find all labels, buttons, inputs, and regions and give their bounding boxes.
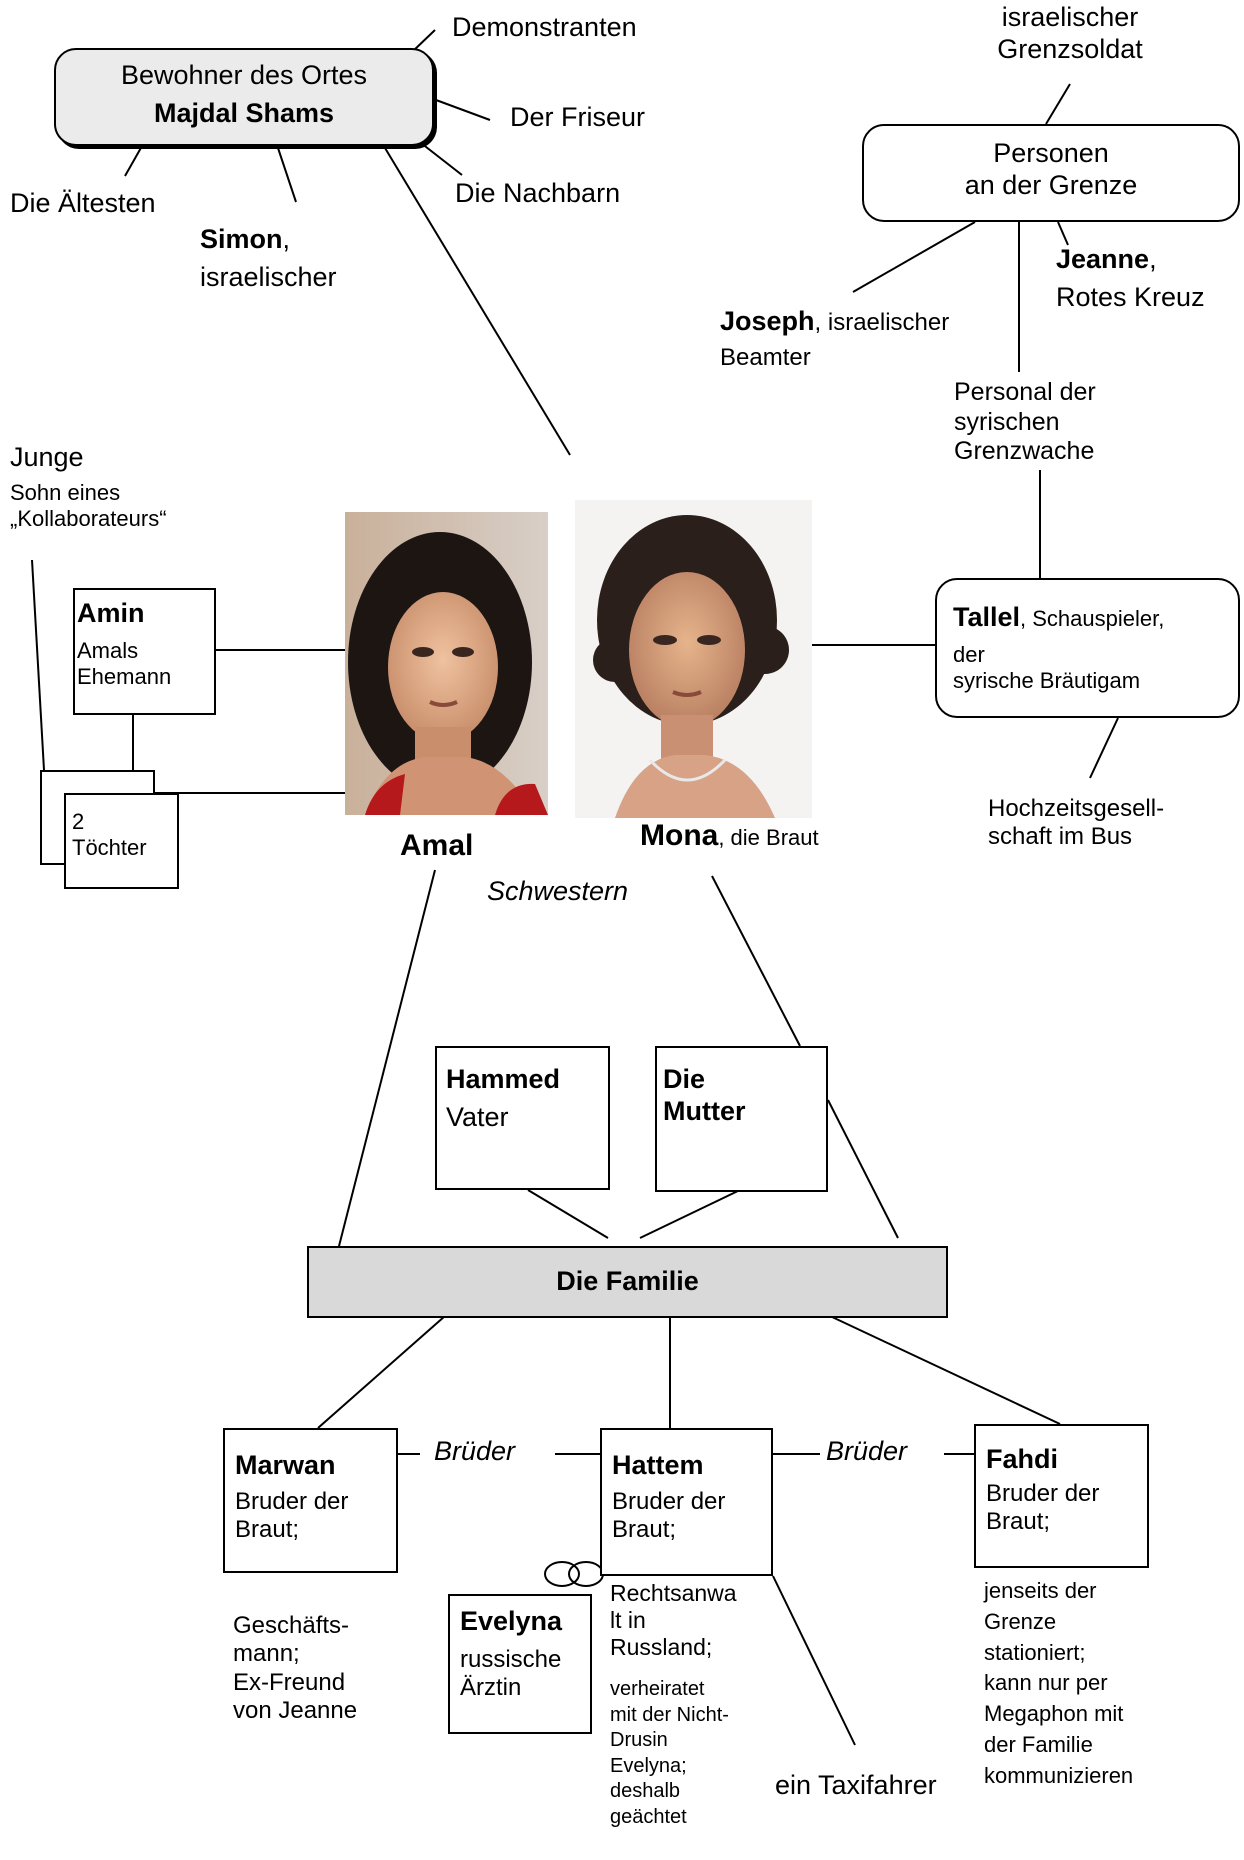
- daughters-box: 2 Töchter: [64, 793, 179, 889]
- hattem-note1: Rechtsanwa lt in Russland;: [610, 1580, 737, 1661]
- line-father-family: [527, 1189, 609, 1239]
- marwan-note: Geschäfts- mann; Ex-Freund von Jeanne: [233, 1612, 358, 1724]
- joseph-desc2: Beamter: [720, 344, 811, 371]
- line-mother-family: [827, 1099, 899, 1239]
- daughters-label: 2 Töchter: [72, 809, 147, 860]
- aeltesten-label: Die Ältesten: [10, 188, 156, 218]
- mona-desc: , die Braut: [718, 825, 819, 850]
- amin-box: Amin Amals Ehemann: [73, 588, 216, 715]
- amal-label: Amal: [400, 829, 474, 862]
- tallel-line1: Tallel, Schauspieler,: [953, 602, 1164, 634]
- amin-name: Amin: [77, 598, 145, 628]
- marwan-desc: Bruder der Braut;: [235, 1488, 349, 1544]
- simon-comma: ,: [282, 224, 291, 254]
- line-amal-family: [337, 869, 436, 1251]
- schwestern-label: Schwestern: [487, 876, 629, 906]
- jeanne-desc: Rotes Kreuz: [1056, 282, 1205, 312]
- line-tallel-party: [1089, 717, 1119, 779]
- ring-left: [544, 1561, 580, 1587]
- jeanne-name: Jeanne: [1056, 244, 1150, 274]
- hattem-desc: Bruder der Braut;: [612, 1488, 726, 1544]
- marwan-box: Marwan Bruder der Braut;: [223, 1428, 398, 1573]
- brueder-label-1: Brüder: [434, 1436, 516, 1466]
- brueder-label-2: Brüder: [826, 1436, 908, 1466]
- line-village-mona: [384, 147, 571, 456]
- line-hattem-taxi: [772, 1575, 856, 1746]
- mutter-box: Die Mutter: [655, 1046, 828, 1192]
- ring-right: [568, 1561, 604, 1587]
- amin-desc: Amals Ehemann: [77, 638, 172, 689]
- line-jeanne: [1057, 221, 1069, 246]
- jeanne-label: Jeanne,: [1056, 244, 1157, 276]
- mona-portrait: [575, 500, 812, 818]
- line-friseur: [435, 99, 491, 121]
- amal-photo: [345, 512, 548, 815]
- border-box: Personen an der Grenze: [862, 124, 1240, 222]
- joseph-name: Joseph: [720, 306, 815, 336]
- hammed-name: Hammed: [446, 1064, 561, 1094]
- evelyna-box: Evelyna russische Ärztin: [448, 1594, 592, 1734]
- jeanne-comma: ,: [1149, 244, 1157, 274]
- village-line1: Bewohner des Ortes: [120, 60, 368, 90]
- junge-desc: Sohn eines „Kollaborateurs“: [10, 480, 167, 531]
- line-simon: [277, 147, 297, 203]
- border-box-text: Personen an der Grenze: [964, 138, 1138, 200]
- village-line2: Majdal Shams: [153, 98, 335, 128]
- tallel-desc2: der syrische Bräutigam: [953, 642, 1141, 693]
- friseur-label: Der Friseur: [510, 102, 646, 132]
- hammed-desc: Vater: [446, 1102, 509, 1132]
- hattem-box: Hattem Bruder der Braut;: [600, 1428, 773, 1576]
- line-soldier: [1045, 83, 1071, 125]
- nachbarn-label: Die Nachbarn: [455, 178, 621, 208]
- fahdi-box: Fahdi Bruder der Braut;: [974, 1424, 1149, 1568]
- mutter-label: Die Mutter: [663, 1064, 746, 1126]
- hochzeitsgesellschaft-label: Hochzeitsgesell- schaft im Bus: [988, 795, 1165, 851]
- taxifahrer-label: ein Taxifahrer: [775, 1770, 937, 1800]
- simon-label: Simon,: [200, 224, 290, 256]
- line-aeltesten: [124, 145, 143, 177]
- amal-portrait: [345, 512, 548, 815]
- joseph-desc: , israelischer: [814, 309, 950, 336]
- fahdi-note: jenseits der Grenze stationiert; kann nu…: [984, 1578, 1134, 1788]
- family-box: Die Familie: [307, 1246, 948, 1318]
- line-family-marwan: [317, 1315, 446, 1429]
- line-mona-mother: [711, 875, 801, 1047]
- line-joseph: [852, 221, 976, 293]
- fahdi-desc: Bruder der Braut;: [986, 1480, 1100, 1536]
- junge-label: Junge: [10, 442, 84, 472]
- fahdi-name: Fahdi: [986, 1444, 1058, 1474]
- evelyna-desc: russische Ärztin: [460, 1646, 562, 1702]
- hattem-note2: verheiratet mit der Nicht- Drusin Evelyn…: [610, 1678, 729, 1828]
- mona-photo: [575, 500, 812, 818]
- family-label: Die Familie: [556, 1266, 699, 1296]
- mona-label: Mona, die Braut: [640, 818, 819, 853]
- marwan-name: Marwan: [235, 1450, 336, 1480]
- tallel-desc1: , Schauspieler,: [1020, 606, 1165, 631]
- demonstranten-label: Demonstranten: [452, 12, 637, 42]
- simon-name: Simon: [200, 224, 283, 254]
- village-box: Bewohner des Ortes Majdal Shams: [54, 48, 434, 146]
- line-family-fahdi: [829, 1315, 1061, 1425]
- joseph-label: Joseph, israelischer: [720, 306, 949, 338]
- syrian-guard-label: Personal der syrischen Grenzwache: [954, 378, 1096, 465]
- line-junge: [31, 559, 45, 771]
- tallel-name: Tallel: [953, 602, 1021, 632]
- simon-desc: israelischer: [200, 262, 337, 292]
- line-mother-family2: [639, 1189, 741, 1239]
- tallel-box: Tallel, Schauspieler, der syrische Bräut…: [935, 578, 1240, 718]
- grenzsoldat-label: israelischer Grenzsoldat: [997, 2, 1143, 64]
- hammed-box: Hammed Vater: [435, 1046, 610, 1190]
- mona-name: Mona: [640, 819, 719, 852]
- hattem-name: Hattem: [612, 1450, 704, 1480]
- evelyna-name: Evelyna: [460, 1606, 563, 1636]
